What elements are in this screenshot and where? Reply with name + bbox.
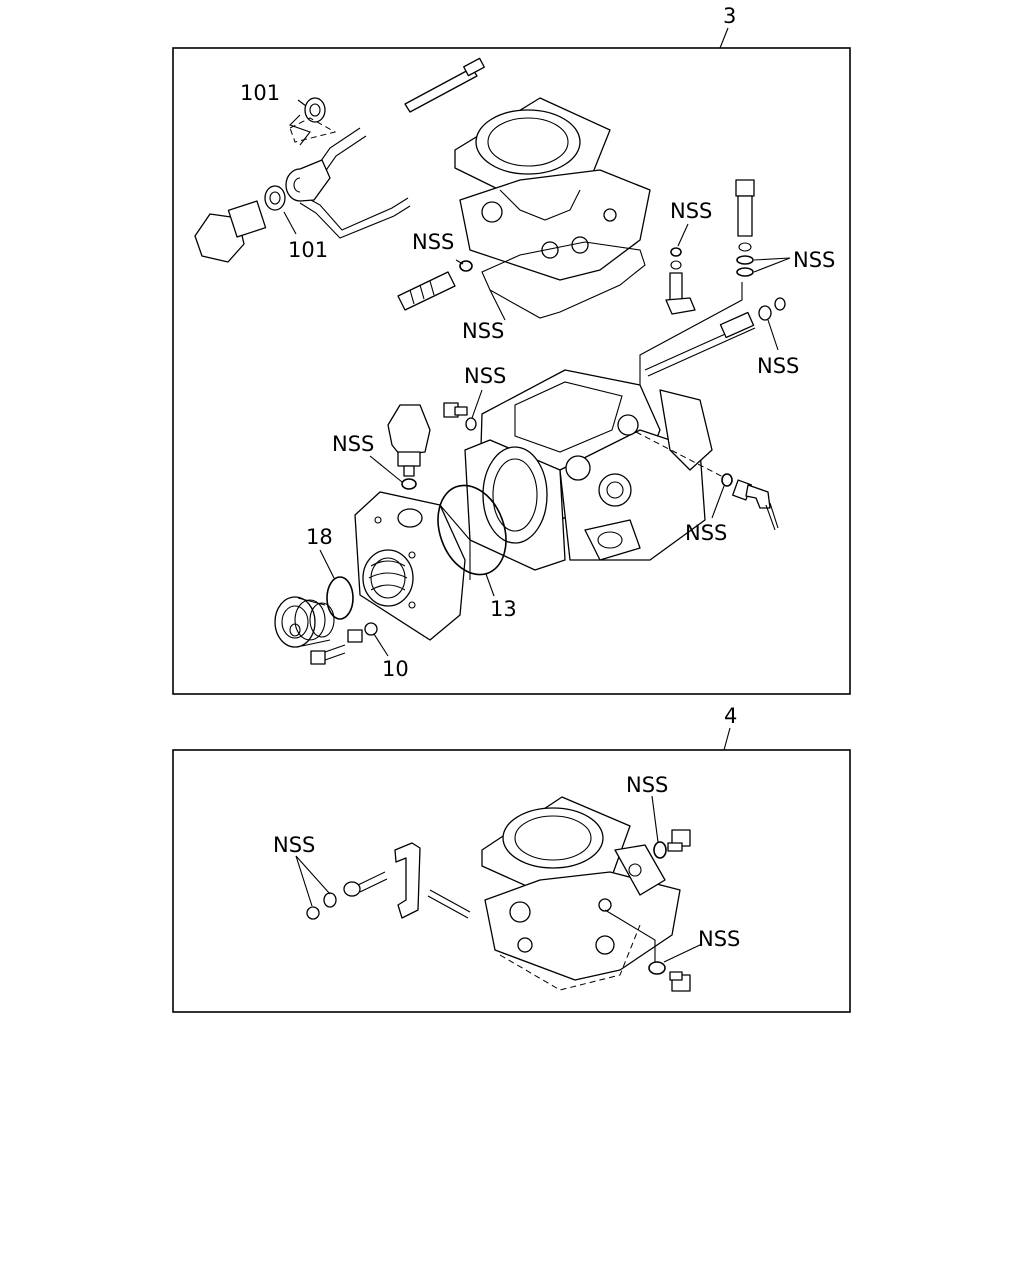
upper-throttle-body <box>454 97 651 281</box>
callout-18: 18 <box>306 525 333 549</box>
callout-nss-bolt-mid: NSS <box>464 364 506 388</box>
mid-bolt <box>443 402 477 431</box>
oring-13 <box>437 484 507 576</box>
pulley <box>274 596 335 648</box>
cover-screws <box>310 622 378 665</box>
air-fitting <box>397 271 456 311</box>
throttle-body-view-4 <box>481 796 681 981</box>
view-4-frame <box>172 749 851 1013</box>
callout-nss-orings-right: NSS <box>793 248 835 272</box>
temp-sensor <box>732 479 779 531</box>
callout-101-top: 101 <box>240 81 280 105</box>
callout-nss-left-fitting: NSS <box>412 230 454 254</box>
fuel-pipe <box>285 57 485 239</box>
banjo-bolt <box>194 200 267 263</box>
callout-nss-gasket: NSS <box>462 319 504 343</box>
view-3-frame <box>172 47 851 695</box>
callout-10: 10 <box>382 657 409 681</box>
washer-101-top <box>304 97 326 123</box>
view-3: 3 <box>172 4 851 695</box>
view-4: 4 <box>172 704 851 1013</box>
callout-nss-washer-right: NSS <box>757 354 799 378</box>
callout-13: 13 <box>490 597 517 621</box>
housing-cover <box>354 491 471 641</box>
lever-fasteners <box>306 871 388 920</box>
main-throttle-body <box>464 369 713 571</box>
callout-101-bottom: 101 <box>288 238 328 262</box>
tps-sensor <box>387 404 431 490</box>
oring-18 <box>326 576 354 620</box>
gasket-outline <box>481 241 646 319</box>
adjust-screw <box>644 297 786 377</box>
throttle-lever <box>394 842 471 919</box>
bolt-top-right <box>653 829 691 859</box>
view-ref-4: 4 <box>724 704 737 728</box>
washer-101-bottom <box>264 185 286 211</box>
adjust-pin <box>665 247 696 315</box>
bolt-bottom-right <box>648 961 691 992</box>
view-ref-3: 3 <box>723 4 736 28</box>
callout-nss-bottom-right: NSS <box>698 927 740 951</box>
callout-nss-pin: NSS <box>670 199 712 223</box>
callout-nss-sensor: NSS <box>332 432 374 456</box>
idle-valve <box>735 179 755 277</box>
callout-nss-left: NSS <box>273 833 315 857</box>
oring-air-fitting <box>459 260 473 272</box>
oring-right-sensor <box>721 473 733 487</box>
callout-nss-top-right: NSS <box>626 773 668 797</box>
callout-nss-right-oring: NSS <box>685 521 727 545</box>
